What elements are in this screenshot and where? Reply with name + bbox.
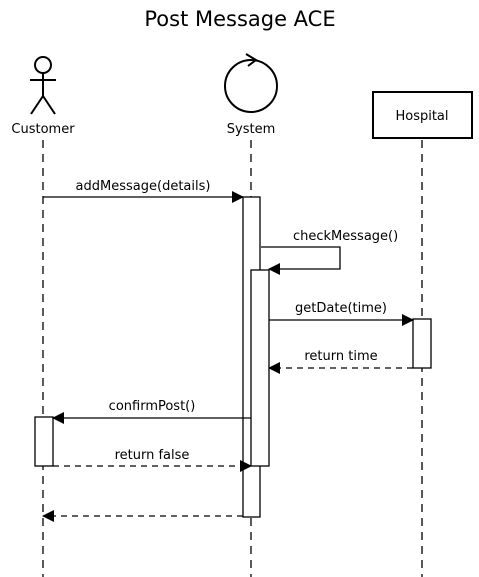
check-message-label: checkMessage() (293, 229, 398, 244)
diagram-title: Post Message ACE (144, 7, 335, 31)
check-message-arrow (261, 246, 341, 275)
customer-actor-icon (30, 56, 56, 115)
customer-label: Customer (11, 122, 75, 137)
get-date-label: getDate(time) (295, 301, 387, 316)
hospital-label: Hospital (395, 109, 448, 124)
confirm-post-label: confirmPost() (109, 399, 196, 414)
system-control-icon (224, 53, 278, 113)
hospital-activation-bar (412, 318, 432, 369)
return-time-label: return time (304, 349, 377, 364)
add-message-label: addMessage(details) (76, 179, 211, 194)
return-false-label: return false (115, 448, 190, 463)
system-nested-activation-bar (250, 269, 270, 467)
system-label: System (227, 122, 275, 137)
customer-activation-bar (34, 416, 54, 467)
hospital-box (372, 91, 473, 139)
